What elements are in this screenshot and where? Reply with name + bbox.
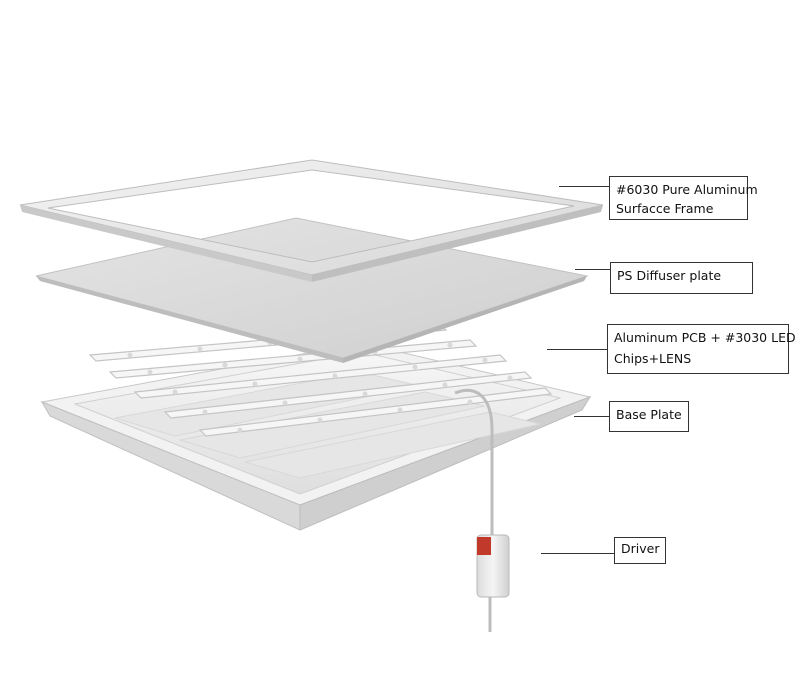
driver-cable [454,388,494,550]
label-diffuser-line-1: PS Diffuser plate [617,268,722,283]
leader-driver [541,553,614,554]
led-pcb-strips [88,324,553,437]
label-frame-line-2: Surfacce Frame [616,201,714,216]
leader-pcb [547,349,607,350]
label-frame-line-1: #6030 Pure Aluminum [616,182,758,197]
leader-diffuser [575,269,610,270]
aluminum-frame [19,159,604,282]
label-base: Base Plate [609,401,689,432]
leader-frame [559,186,609,187]
leader-base [574,416,609,417]
label-base-line-1: Base Plate [616,407,682,422]
label-frame: #6030 Pure Aluminum Surfacce Frame [609,176,758,220]
label-pcb-line-1: Aluminum PCB + #3030 LED [614,330,796,345]
label-driver-line-1: Driver [621,541,660,556]
label-driver: Driver [614,537,666,564]
label-pcb: Aluminum PCB + #3030 LED Chips+LENS [607,324,796,374]
label-diffuser: PS Diffuser plate [610,262,753,294]
driver-box [476,534,510,598]
label-pcb-line-2: Chips+LENS [614,351,692,366]
diffuser-plate [35,217,589,363]
